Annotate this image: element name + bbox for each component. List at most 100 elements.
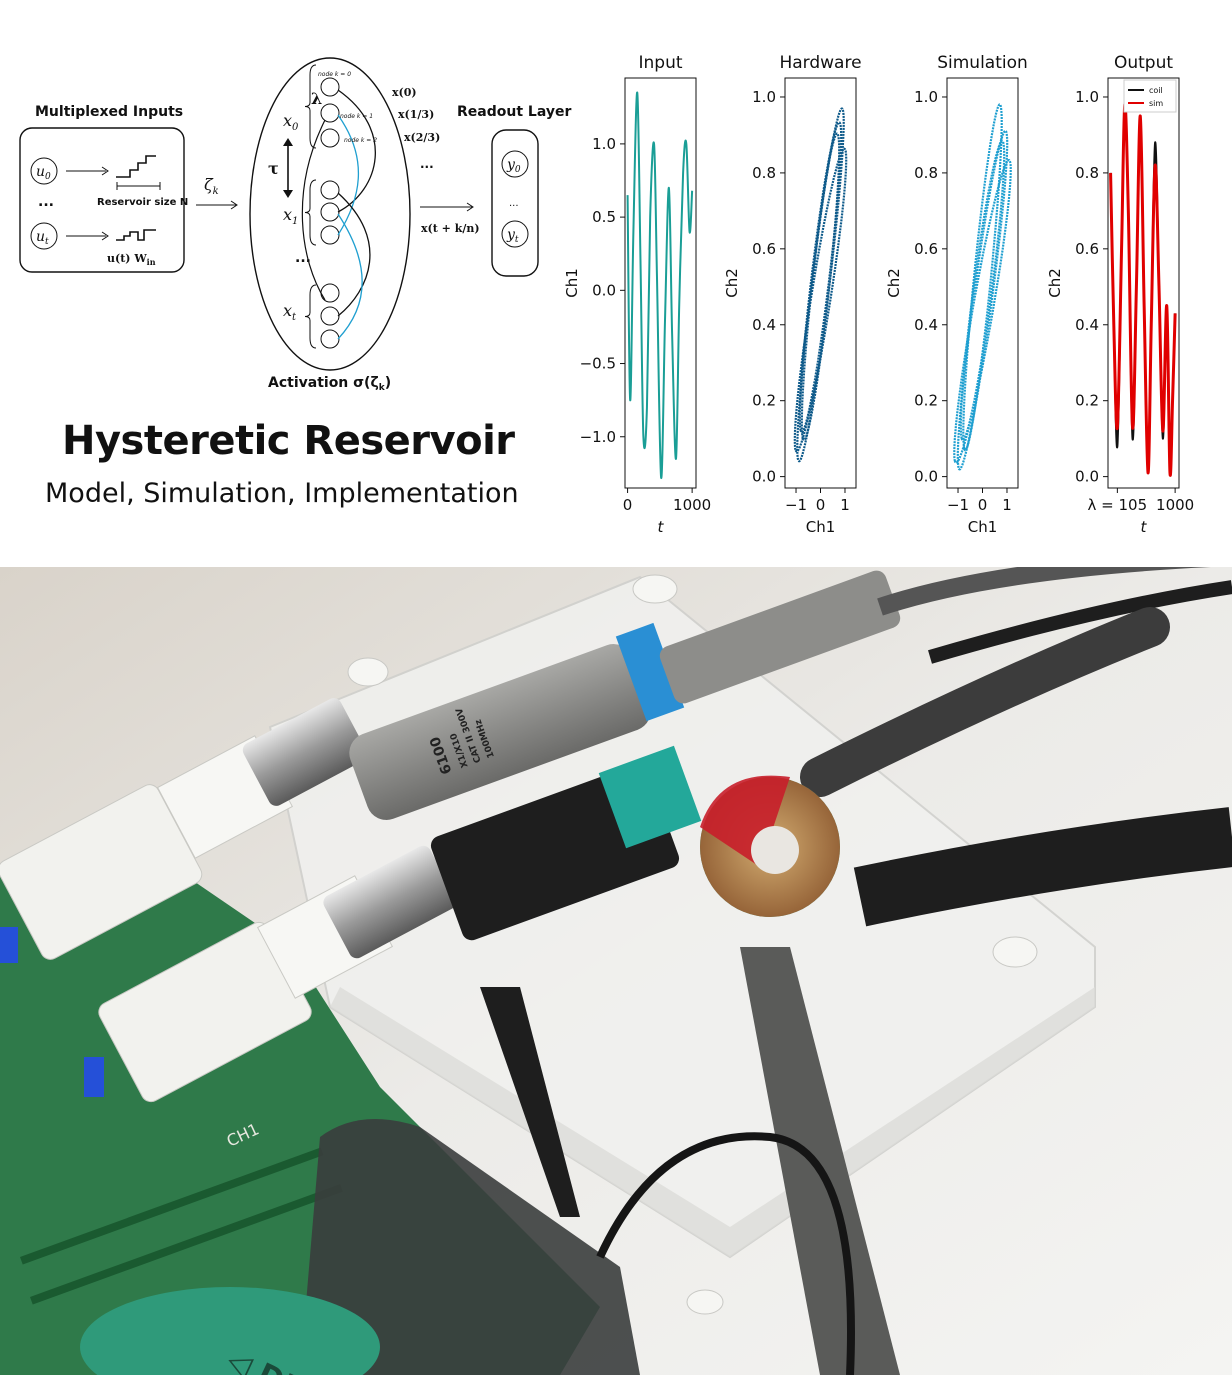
hysteresis-loop [959,139,1006,442]
zeta-label: ζ [204,175,214,194]
activation-sub: k [379,383,386,393]
y-axis-label: Ch2 [723,268,741,298]
hysteresis-loop [962,103,1003,452]
node-bracket [304,179,317,246]
x-tick-label: 1000 [1156,496,1194,514]
xt-sub: t [292,312,297,323]
reservoir-node [320,202,340,222]
y-tick-label: 0.6 [1075,240,1099,258]
y-tick-label: 1.0 [752,88,776,106]
x-tick-label: 1000 [673,496,711,514]
inputs-dots: ... [38,194,54,210]
y-tick-label: 0.2 [1075,392,1099,410]
y-tick-label: 0.4 [1075,316,1099,334]
svg-text:ut: ut [36,229,49,247]
x-tick-label: λ = 105 [1088,496,1148,514]
pcb-jumpers [0,927,104,1097]
bnc-barrel-upper [242,698,368,806]
x-tick-label: 1 [840,496,850,514]
main-title: Hysteretic Reservoir [62,418,515,464]
tau-label: τ [268,159,279,178]
reservoir-node [320,225,340,245]
hysteresis-loop [800,132,841,442]
multiplexed-inputs-label: Multiplexed Inputs [35,104,183,120]
y-tick-label: 0.5 [592,208,616,226]
y-tick-label: 0.0 [1075,468,1099,486]
probe-cable-right [853,807,1232,927]
y0-node [501,150,529,178]
x-axis-label: Ch1 [968,518,998,536]
readout-box [491,129,539,277]
u0-sub: 0 [45,172,51,182]
xt-label: x [283,301,292,320]
reservoir-node [320,180,340,200]
coupling-black-2 [337,192,371,317]
subtitle: Model, Simulation, Implementation [45,478,519,509]
svg-text:xt: xt [283,301,297,323]
y-tick-label: 1.0 [592,135,616,153]
node-k0-label: node k = 0 [318,71,351,78]
photo-svg: CH1 ◁ DIG 6100 X1/X10 CAT II 300V 100MHz [0,567,1232,1375]
bnc-barrel-lower [323,845,457,959]
readout-arrowhead [466,202,474,212]
svg-text:ζk: ζk [204,175,219,197]
x-axis-label: Ch1 [806,518,836,536]
x0-sub: 0 [292,122,299,133]
chart-title: Simulation [937,53,1028,73]
coupling-blue-1 [337,114,359,236]
node-bracket [304,284,317,349]
node-k2-label: node k = 2 [344,137,377,144]
pcb-traces [19,1147,343,1305]
probe-tip-center [740,947,900,1375]
reservoir-node [320,283,340,303]
ut-label: u [36,229,45,245]
plot-frame [624,77,697,489]
y-tick-label: 0.8 [752,164,776,182]
x-axis-label: t [1141,518,1148,536]
y-tick-label: 0.8 [1075,164,1099,182]
zeta-arrowhead [230,200,238,210]
u0-arrowhead [101,166,109,176]
readout-layer-label: Readout Layer [457,104,571,120]
x-tick-label: 0 [978,496,988,514]
device-case [300,1119,640,1375]
activation-close: ) [385,375,391,391]
x1-sub: 1 [292,216,298,227]
x-tick-label: 1 [1002,496,1012,514]
x0-label: x [283,111,292,130]
chart-title: Hardware [779,53,861,73]
reservoir-ellipse [249,57,411,371]
ground-clip-grey [800,607,1170,797]
time-label-1: x(1/3) [398,108,434,121]
plot-frame [1107,77,1180,489]
ut-sub: t [45,237,49,247]
svg-text:u0: u0 [36,164,51,182]
legend-label-coil: coil [1149,86,1163,95]
reservoir-node [320,128,340,148]
figure-panel: Multiplexed Inputs u0 ... Reservoir size… [0,0,1232,565]
hysteresis-loop [953,158,1012,465]
y0-label: y [506,157,516,173]
zeta-sub: k [213,186,219,197]
x-tick-label: 0 [623,496,633,514]
reservoir-diagram: Multiplexed Inputs u0 ... Reservoir size… [19,57,571,393]
time-label-t: x(t + k/n) [421,222,480,235]
yt-sub: t [515,235,519,245]
reservoir-size-label: Reservoir size N [97,197,188,208]
lambda-label: λ [311,89,322,108]
svg-text:y0: y0 [506,157,521,175]
y-tick-label: 0.4 [752,316,776,334]
y0-sub: 0 [515,165,521,175]
y-tick-label: 0.0 [914,468,938,486]
screw-terminal [598,745,702,849]
y-tick-label: 0.8 [914,164,938,182]
y-tick-label: 1.0 [1075,88,1099,106]
y-tick-label: 0.4 [914,316,938,334]
y-tick-label: 0.6 [914,240,938,258]
chart-title: Input [638,53,682,73]
ground-lead [596,1132,855,1375]
u0-node [30,157,58,185]
x-tick-label: −1 [785,496,807,514]
